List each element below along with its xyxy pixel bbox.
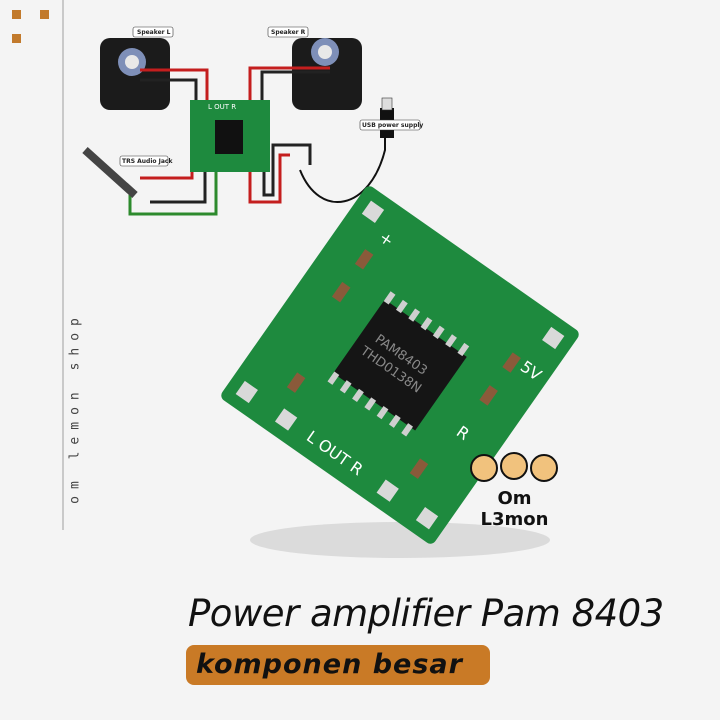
audio-jack: TRS Audio Jack — [82, 147, 173, 198]
product-title: Power amplifier Pam 8403 — [188, 592, 664, 635]
svg-text:Speaker R: Speaker R — [271, 29, 306, 36]
svg-text:TRS Audio Jack: TRS Audio Jack — [122, 158, 173, 165]
usb-plug: USB power supply — [359, 97, 423, 138]
svg-text:USB power supply: USB power supply — [362, 122, 423, 129]
shop-name-vertical: om lemon shop — [67, 311, 83, 504]
divider — [62, 0, 64, 530]
pam8403-board: PAM8403 THD0138N 5V L OUT R R + — [221, 186, 579, 558]
wiring-diagram: Speaker L Speaker R L OUT R USB power su… — [82, 26, 423, 216]
mascot-logo: Om L3mon — [462, 448, 567, 530]
product-badge: komponen besar — [186, 645, 490, 685]
svg-text:L OUT R: L OUT R — [208, 103, 236, 111]
brand-logo-mark — [10, 8, 50, 48]
speaker-right: Speaker R — [267, 26, 362, 110]
speaker-left: Speaker L — [100, 26, 174, 110]
badge-label: komponen besar — [196, 649, 463, 680]
svg-text:Speaker L: Speaker L — [137, 29, 171, 36]
amp-board-small: L OUT R — [190, 100, 270, 172]
